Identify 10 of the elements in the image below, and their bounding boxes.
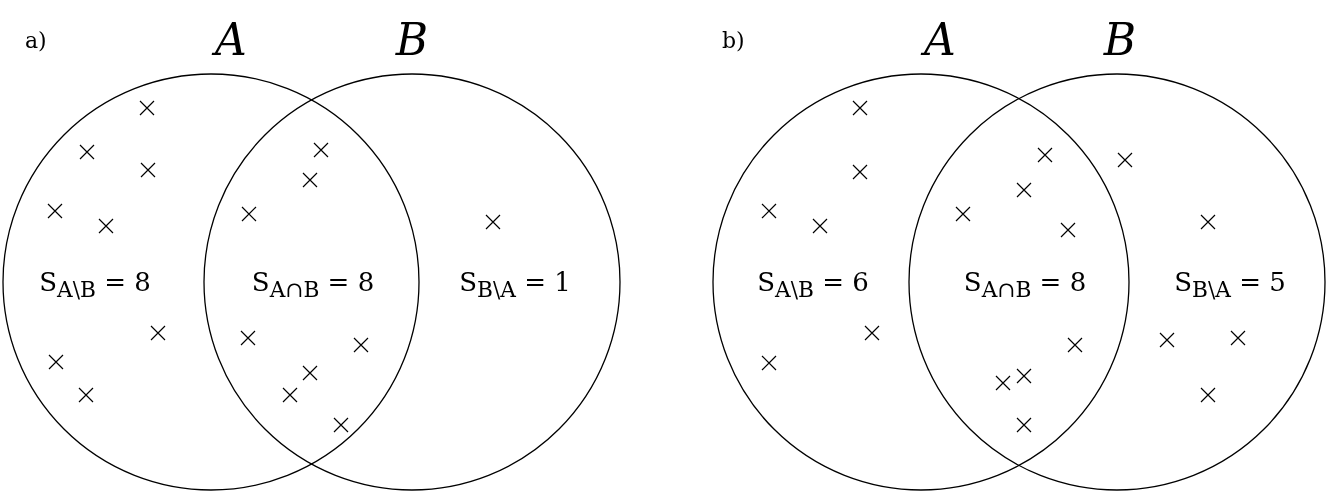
region-count-label: S$_{A\B}$ = 8 <box>39 269 151 301</box>
set-label: B <box>1103 18 1137 62</box>
panel-label: b) <box>722 30 745 52</box>
set-label: B <box>395 18 429 62</box>
panel-label: a) <box>25 30 47 52</box>
region-count-label: S$_{A\B}$ = 6 <box>757 269 869 301</box>
region-count-label: S$_{B\A}$ = 5 <box>1174 269 1286 301</box>
region-count-label: S$_{B\A}$ = 1 <box>459 269 571 301</box>
region-count-label: S$_{A∩B}$ = 8 <box>251 269 375 301</box>
region-count-label: S$_{A∩B}$ = 8 <box>963 269 1087 301</box>
